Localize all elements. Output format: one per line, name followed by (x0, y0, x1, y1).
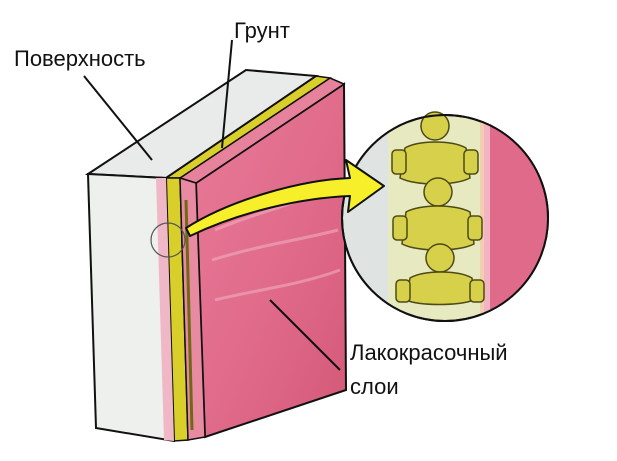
curved-arrow-icon (185, 159, 385, 237)
magnifier-view (341, 111, 549, 322)
molecule-figure-icon (391, 111, 485, 306)
primer-label: Грунт (234, 18, 290, 43)
leader-primer (221, 39, 233, 149)
paint-layer-label-line1: Лакокрасочный (350, 340, 508, 365)
leader-paint (269, 299, 341, 371)
surface-label: Поверхность (14, 46, 146, 71)
paint-layer-label-line2: слои (350, 374, 399, 399)
leader-surface (83, 75, 153, 161)
primer-shadow-line (184, 199, 194, 431)
surface-pink-edge (156, 178, 174, 441)
magnify-origin-circle (150, 222, 186, 258)
